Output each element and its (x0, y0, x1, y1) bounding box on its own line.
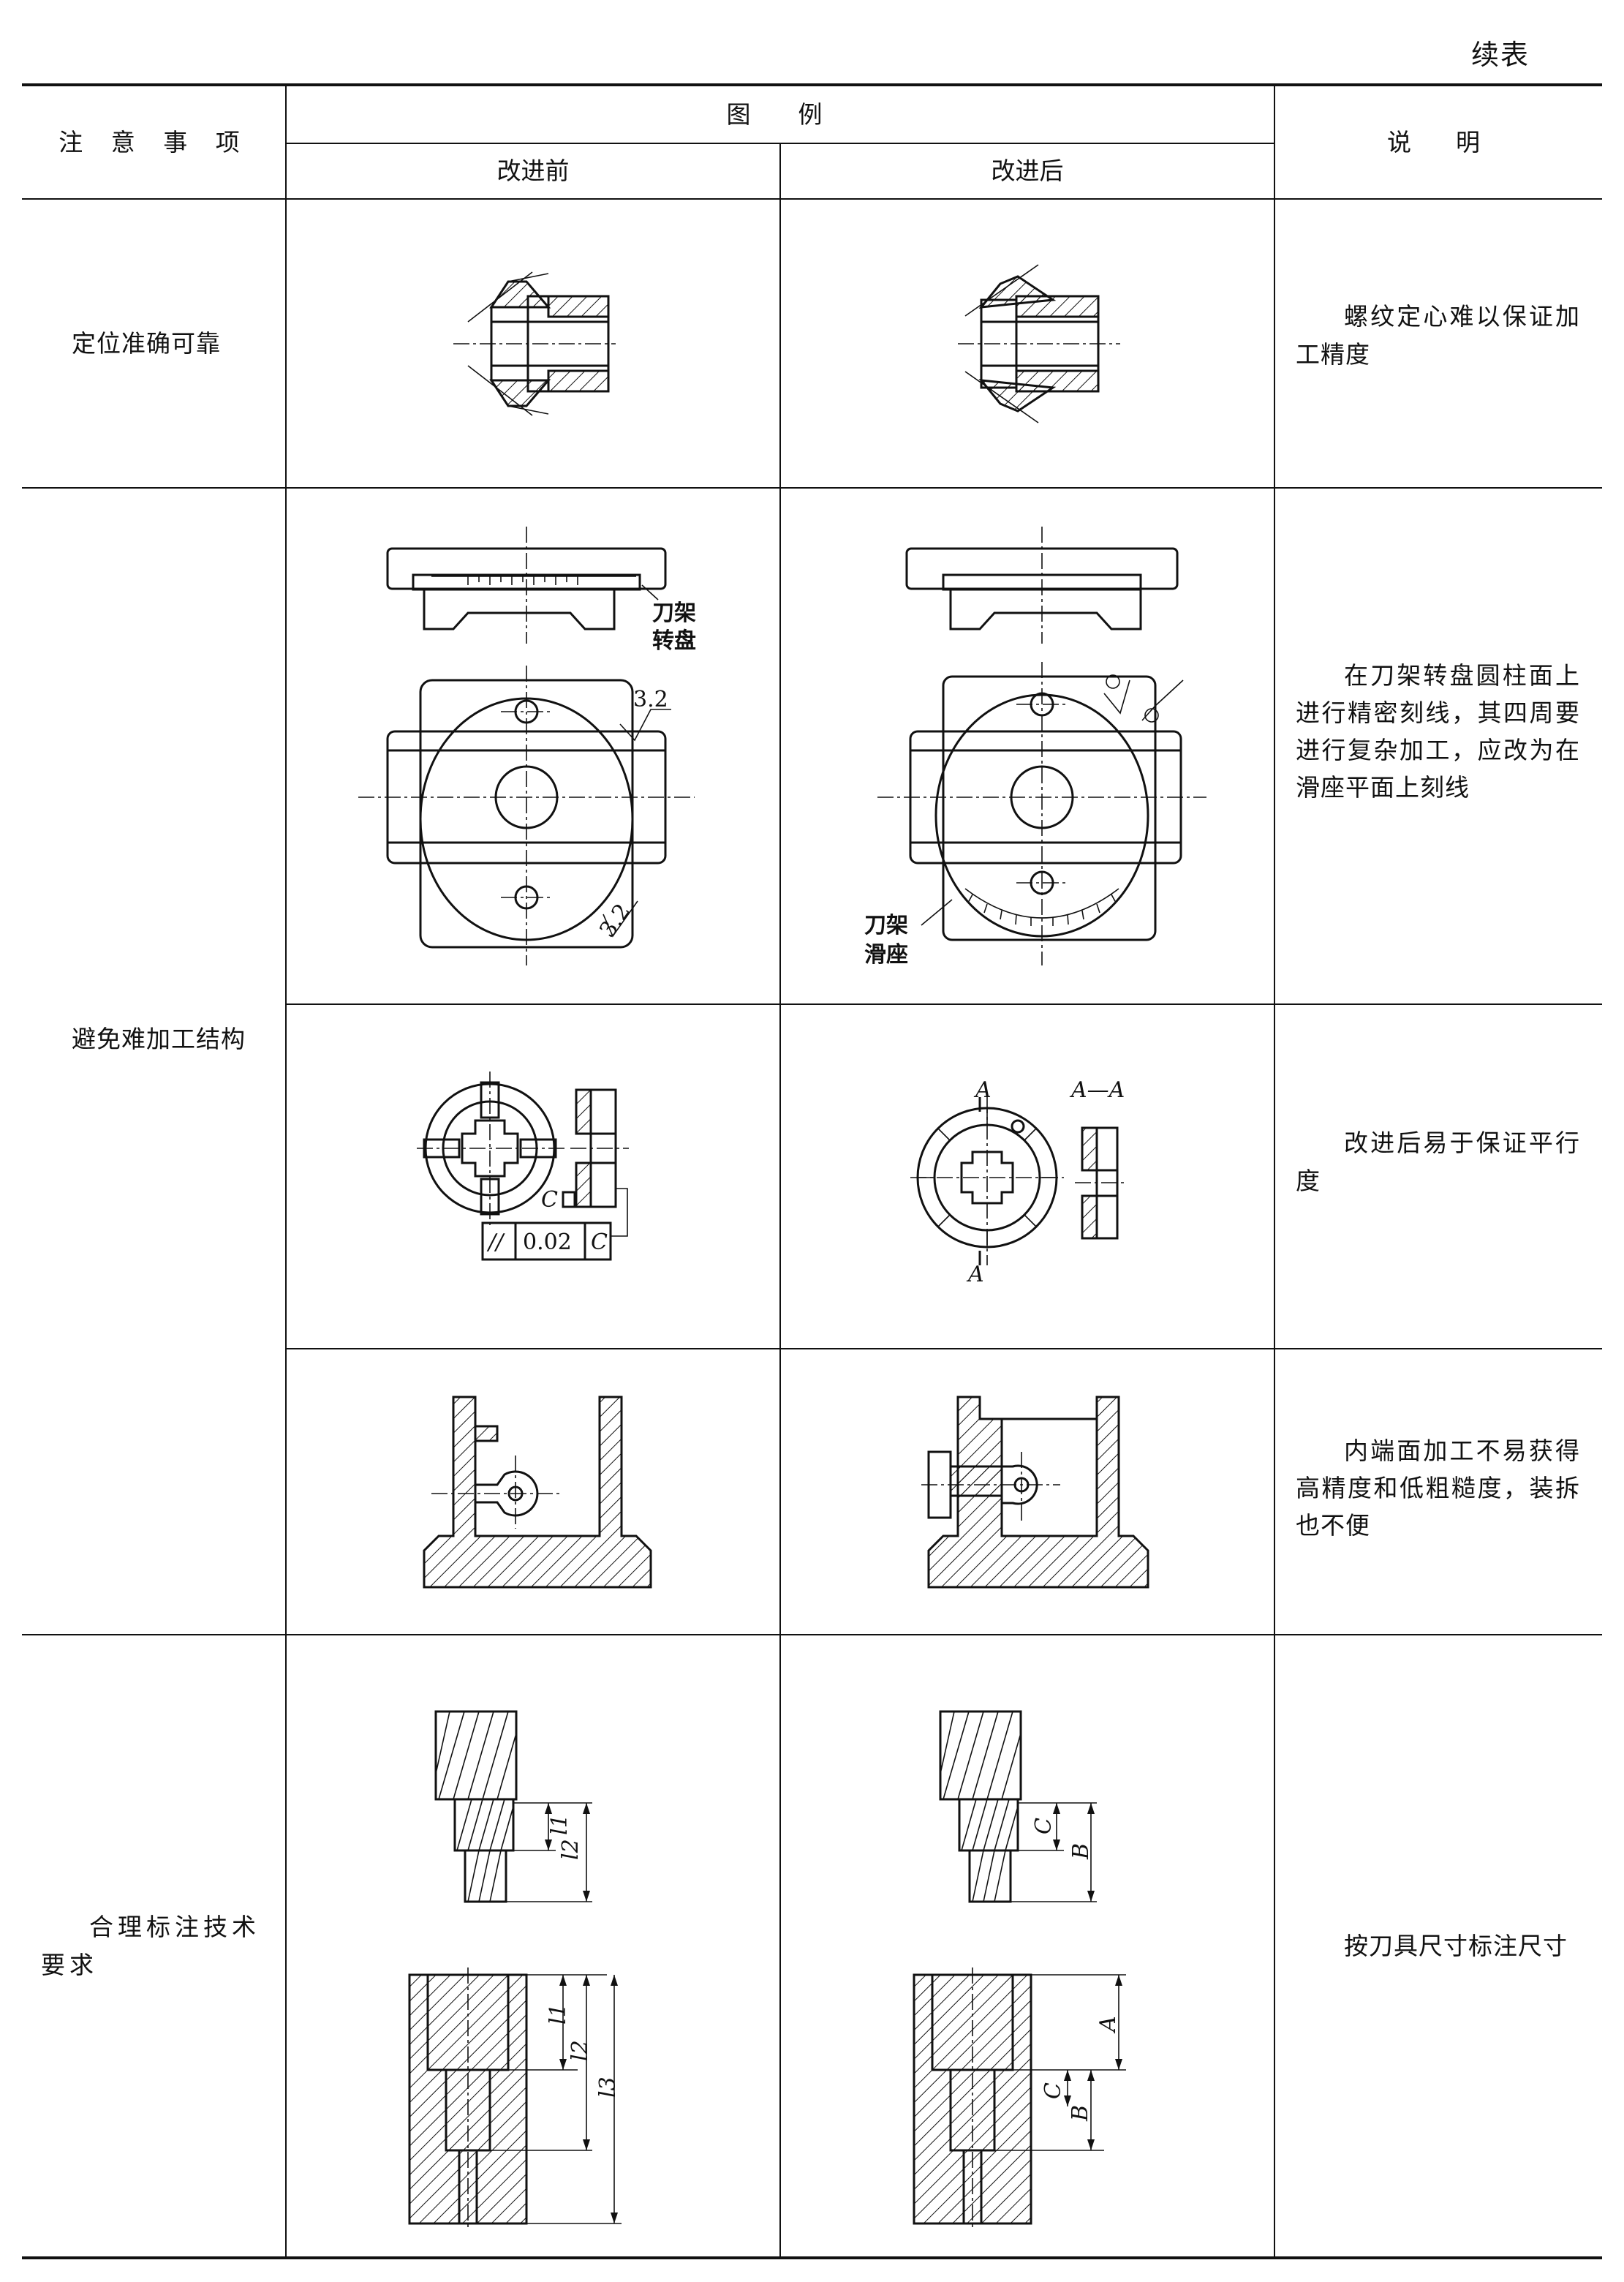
header-note-label: 说 明 (1387, 127, 1490, 157)
label-dim-l2-bore: l2 (567, 2040, 593, 2061)
figure-end-face-before (417, 1382, 658, 1602)
label-dim-a-bore: A (1095, 2016, 1121, 2034)
label-tol-symbol: // (486, 1230, 505, 1255)
figure-end-face-after (914, 1382, 1155, 1602)
row-note-dial: 在刀架转盘圆柱面上进行精密刻线，其四周要进行复杂加工，应改为在滑座平面上刻线 (1296, 660, 1580, 802)
figure-dims-before: l1 l2 l1 l2 l3 (395, 1697, 702, 2238)
label-roughness-a: 3.2 (633, 687, 668, 712)
label-tol-datum: C (591, 1230, 608, 1255)
header-note: 说 明 (1275, 86, 1602, 198)
figure-turret-dial-after: 刀架 滑座 (864, 527, 1221, 968)
header-example: 图 例 (287, 86, 1274, 143)
label-dim-l1-bore: l1 (545, 2003, 571, 2025)
label-turret-dial-l2: 转盘 (652, 628, 696, 654)
slide-scale-marks (968, 895, 1116, 926)
row-issue-machining: 避免难加工结构 (72, 1025, 246, 1054)
row-note-tool-size: 按刀具尺寸标注尺寸 (1344, 1931, 1568, 1960)
row-note-parallel: 改进后易于保证平行度 (1296, 1129, 1580, 1195)
helix-lines-5 (962, 1799, 1018, 1850)
row4-bottom-rule (22, 1634, 1602, 1635)
dial-scale-marks (468, 576, 578, 585)
col-divider-1 (285, 85, 287, 2258)
header-bottom-rule (22, 198, 1602, 200)
label-datum-c: C (541, 1187, 558, 1213)
helix-lines-2 (457, 1799, 513, 1850)
helix-lines-4 (940, 1712, 1021, 1799)
label-dim-b-shaft: B (1068, 1843, 1094, 1860)
label-dim-l1-shaft: l1 (547, 1814, 573, 1835)
label-dim-l3-bore: l3 (595, 2076, 621, 2098)
label-section-aa: A—A (1069, 1077, 1125, 1103)
row2-bottom-rule (287, 1003, 1602, 1005)
label-turret-slide-l2: 滑座 (864, 942, 908, 968)
page-label: 续表 (1471, 39, 1530, 71)
label-dim-l2-shaft: l2 (558, 1839, 583, 1860)
col-divider-2 (779, 143, 781, 2258)
row1-bottom-rule (22, 487, 1602, 489)
header-before: 改进前 (496, 157, 570, 186)
row3-bottom-rule (287, 1348, 1602, 1349)
row-note-thread: 螺纹定心难以保证加工精度 (1296, 302, 1580, 369)
table-bottom-rule (22, 2256, 1602, 2259)
label-dim-c-bore: C (1041, 2082, 1066, 2099)
helix-lines-6 (972, 1850, 1005, 1902)
label-turret-slide-l1: 刀架 (864, 913, 908, 938)
row-issue-locating: 定位准确可靠 (72, 328, 221, 358)
label-dim-c-shaft: C (1031, 1818, 1057, 1834)
label-section-a-bottom: A (966, 1262, 984, 1287)
row-note-end-face: 内端面加工不易获得高精度和低粗糙度，装拆也不便 (1296, 1436, 1580, 1540)
figure-thread-centering-before (439, 256, 629, 432)
figure-parallelism-after: A A A—A (907, 1077, 1155, 1287)
header-sub-rule (287, 143, 1275, 144)
table-top-rule (22, 83, 1602, 86)
figure-dims-after: C B A C B (899, 1697, 1206, 2238)
helix-lines-1 (436, 1712, 516, 1799)
row-issue-tolerancing: 合理标注技术要求 (23, 1635, 285, 2256)
label-tol-value: 0.02 (523, 1230, 572, 1255)
label-turret-dial-l1: 刀架 (652, 600, 696, 626)
helix-lines-3 (468, 1850, 501, 1902)
header-issue: 注 意 事 项 (58, 127, 250, 157)
col-divider-3 (1274, 85, 1275, 2258)
header-example-label: 图 例 (726, 99, 834, 129)
row-issue-tolerancing-text: 合理标注技术要求 (41, 1913, 260, 1979)
figure-turret-dial-before: 刀架 转盘 3.2 3.2 (351, 527, 696, 980)
header-after: 改进后 (991, 157, 1064, 186)
label-dim-b-bore: B (1068, 2105, 1093, 2122)
figure-thread-centering-after (951, 256, 1141, 432)
label-section-a-top: A (973, 1077, 992, 1103)
figure-parallelism-before: C // 0.02 C (409, 1068, 687, 1302)
